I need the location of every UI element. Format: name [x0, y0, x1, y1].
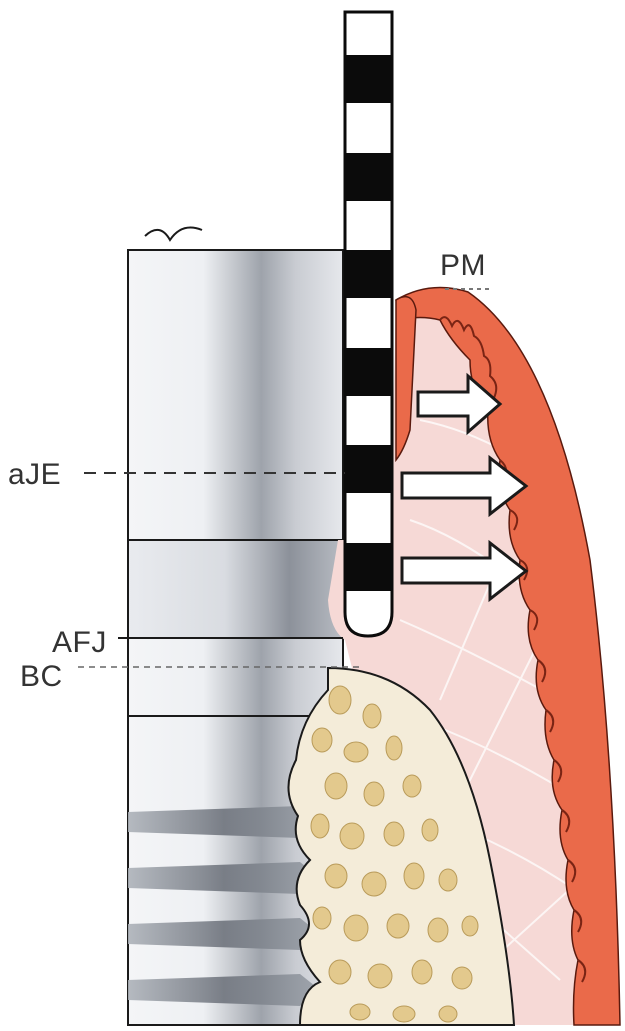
aje-label: aJE: [8, 458, 61, 491]
screw-access-mark: [145, 228, 202, 240]
bc-label: BC: [20, 660, 63, 693]
implant-platform: [128, 638, 343, 716]
implant-abutment: [128, 250, 343, 540]
pm-label: PM: [440, 249, 486, 282]
afj-label: AFJ: [52, 626, 107, 659]
periodontal-probe-icon: [345, 12, 392, 636]
implant-collar: [128, 540, 343, 638]
